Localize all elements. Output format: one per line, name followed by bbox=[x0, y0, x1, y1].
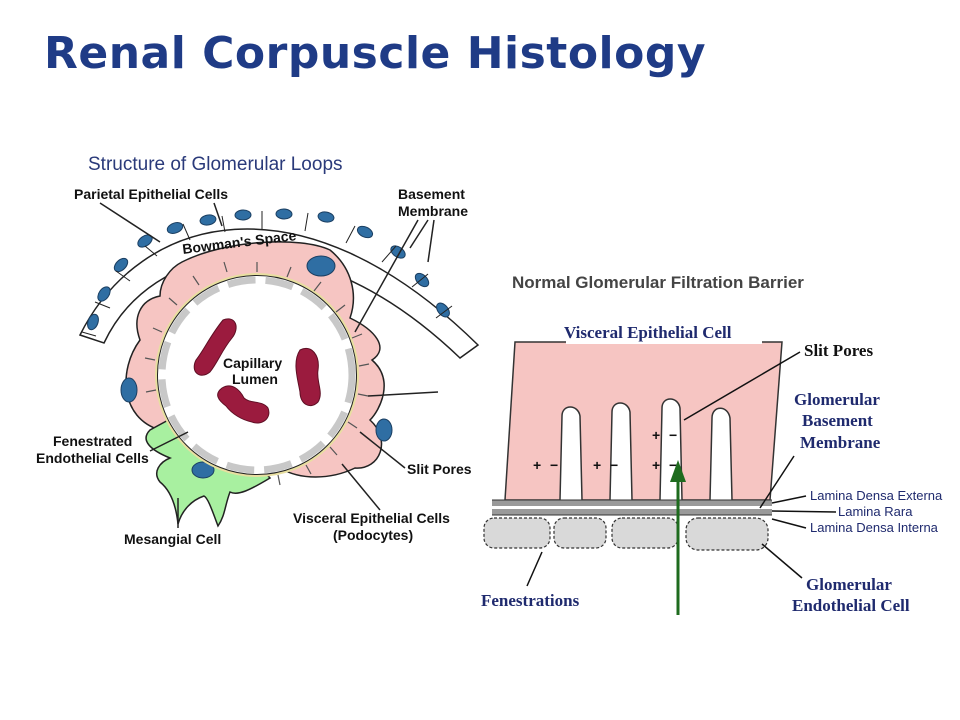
label-parietal-epithelial-cells: Parietal Epithelial Cells bbox=[74, 186, 228, 202]
mesangial-nucleus bbox=[191, 461, 215, 479]
visceral-epithelial-cell bbox=[504, 341, 783, 501]
label-fenestrations: Fenestrations bbox=[481, 591, 580, 610]
label-visceral-epithelial-cell: Visceral Epithelial Cell bbox=[564, 323, 732, 342]
label-fenestrated-2: Endothelial Cells bbox=[36, 450, 149, 466]
parietal-epithelium bbox=[78, 208, 480, 359]
foot-processes bbox=[144, 261, 370, 486]
label-slit-pores-right: Slit Pores bbox=[804, 341, 873, 360]
left-heading: Structure of Glomerular Loops bbox=[88, 154, 343, 175]
label-basement-1: Basement bbox=[398, 186, 465, 202]
charge-plus: + bbox=[652, 427, 660, 443]
label-visceral-2: (Podocytes) bbox=[333, 527, 413, 543]
label-lamina-rara: Lamina Rara bbox=[838, 504, 913, 519]
label-backdrop bbox=[566, 322, 762, 344]
glomerular-basement-membrane bbox=[492, 499, 772, 516]
label-fenestrated-1: Fenestrated bbox=[53, 433, 132, 449]
charge-minus: − bbox=[669, 427, 677, 443]
label-capillary-1: Capillary bbox=[223, 355, 282, 371]
filtration-arrow bbox=[670, 460, 686, 615]
label-gbm-1: Glomerular bbox=[794, 390, 880, 409]
podocyte-nucleus bbox=[306, 255, 336, 277]
right-leader-lines bbox=[526, 351, 837, 587]
label-slit-pores-left: Slit Pores bbox=[407, 461, 472, 477]
red-blood-cells bbox=[193, 318, 321, 424]
label-basement-2: Membrane bbox=[398, 203, 468, 219]
podocyte-nucleus bbox=[120, 377, 138, 403]
charge-minus: − bbox=[610, 457, 618, 473]
slide-title: Renal Corpuscle Histology bbox=[44, 28, 707, 79]
right-heading: Normal Glomerular Filtration Barrier bbox=[512, 273, 804, 292]
charge-plus: + bbox=[593, 457, 601, 473]
label-gbm-3: Membrane bbox=[800, 433, 881, 452]
label-mesangial-cell: Mesangial Cell bbox=[124, 531, 221, 547]
charge-plus: + bbox=[533, 457, 541, 473]
label-endothelial-1: Glomerular bbox=[806, 575, 892, 594]
charges: + − + − + − + − bbox=[533, 427, 677, 473]
endothelial-cells bbox=[483, 517, 769, 551]
charge-minus: − bbox=[550, 457, 558, 473]
label-endothelial-2: Endothelial Cell bbox=[792, 596, 910, 615]
label-visceral-1: Visceral Epithelial Cells bbox=[293, 510, 450, 526]
label-lamina-densa-interna: Lamina Densa Interna bbox=[810, 520, 939, 535]
filtration-barrier-diagram: Normal Glomerular Filtration Barrier Vis… bbox=[481, 273, 943, 615]
label-lamina-densa-externa: Lamina Densa Externa bbox=[810, 488, 943, 503]
charge-plus: + bbox=[652, 457, 660, 473]
charge-minus: − bbox=[669, 457, 677, 473]
glomerular-loop-diagram: Structure of Glomerular Loops bbox=[36, 154, 480, 547]
podocyte-nucleus bbox=[375, 418, 393, 442]
label-gbm-2: Basement bbox=[802, 411, 873, 430]
label-capillary-2: Lumen bbox=[232, 371, 278, 387]
basement-membrane-ring bbox=[155, 273, 359, 477]
left-leader-lines bbox=[99, 202, 439, 528]
endothelial-lining bbox=[158, 276, 356, 474]
